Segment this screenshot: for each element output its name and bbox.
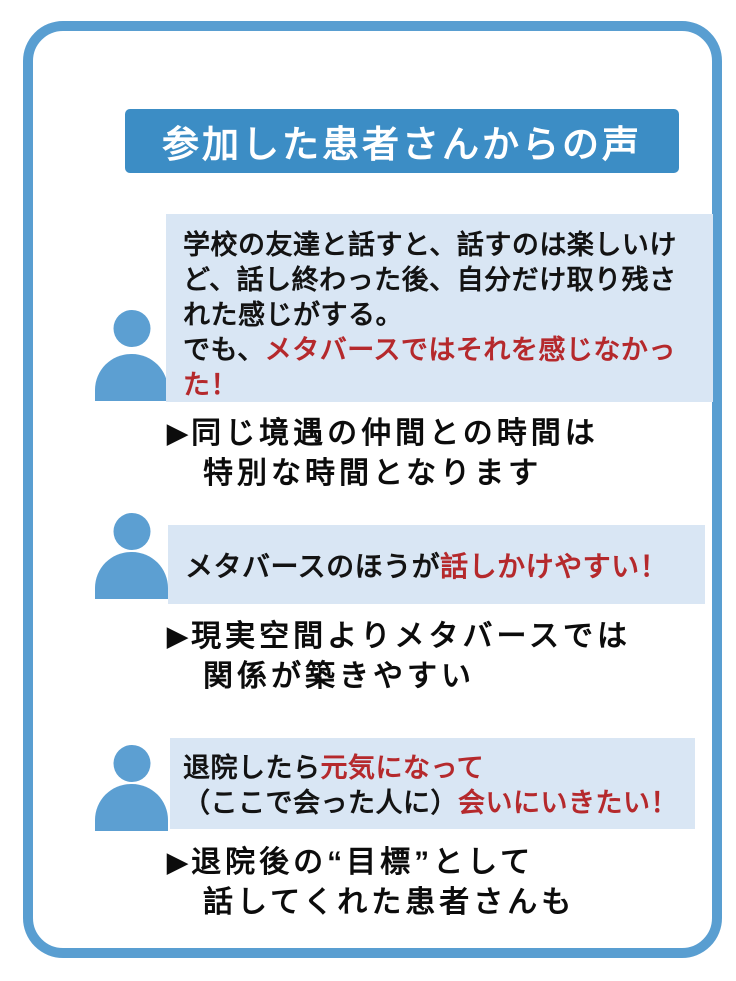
quote-text: メタバースのほうが bbox=[185, 550, 441, 582]
quote-line: 退院したら元気になって bbox=[183, 751, 689, 786]
quote-text: れた感じがする。 bbox=[183, 300, 403, 330]
page-title: 参加した患者さんからの声 bbox=[125, 109, 679, 173]
quote-text-highlight: た！ bbox=[183, 370, 238, 400]
takeaway-text: 現実空間よりメタバースでは bbox=[191, 620, 631, 653]
quote-text: 退院したら bbox=[183, 753, 321, 783]
quote-bubble-3: 退院したら元気になって （ここで会った人に）会いにいきたい！ bbox=[170, 738, 695, 829]
takeaway-line: 関係が築きやすい bbox=[203, 660, 475, 693]
avatar-head bbox=[113, 513, 150, 550]
quote-bubble-1: 学校の友達と話すと、話すのは楽しいけ ど、話し終わった後、自分だけ取り残さ れた… bbox=[166, 214, 713, 402]
takeaway-text: 同じ境遇の仲間との時間は bbox=[191, 417, 599, 450]
page-title-text: 参加した患者さんからの声 bbox=[162, 124, 642, 165]
avatar-head bbox=[113, 310, 150, 347]
arrow-right-icon: ▶ bbox=[166, 846, 189, 879]
quote-line: た！ bbox=[183, 368, 705, 403]
takeaway-line: ▶退院後の“目標”として bbox=[166, 843, 575, 883]
arrow-right-icon: ▶ bbox=[166, 417, 189, 450]
quote-text-highlight: 会いにいきたい！ bbox=[458, 788, 678, 818]
quote-line: でも、メタバースではそれを感じなかっ bbox=[183, 333, 705, 368]
takeaway-3: ▶退院後の“目標”として 話してくれた患者さんも bbox=[166, 843, 575, 923]
takeaway-1: ▶同じ境遇の仲間との時間は 特別な時間となります bbox=[166, 414, 599, 494]
quote-text-highlight: メタバースではそれを感じなかっ bbox=[264, 335, 676, 365]
avatar-torso bbox=[95, 552, 168, 599]
quote-text: でも、 bbox=[183, 335, 265, 365]
voice-card: 参加した患者さんからの声 学校の友達と話すと、話すのは楽しいけ ど、話し終わった… bbox=[23, 21, 722, 958]
quote-line: メタバースのほうが話しかけやすい！ bbox=[185, 545, 668, 585]
takeaway-2: ▶現実空間よりメタバースでは 関係が築きやすい bbox=[166, 617, 631, 697]
takeaway-line: 話してくれた患者さんも bbox=[203, 886, 576, 919]
quote-bubble-2: メタバースのほうが話しかけやすい！ bbox=[168, 525, 705, 604]
arrow-right-icon: ▶ bbox=[166, 620, 189, 653]
avatar-torso bbox=[95, 354, 168, 401]
takeaway-line: ▶同じ境遇の仲間との時間は bbox=[166, 414, 599, 454]
quote-text: （ここで会った人に） bbox=[183, 788, 458, 818]
patient-avatar-icon-2 bbox=[95, 509, 168, 599]
patient-avatar-icon-1 bbox=[95, 306, 168, 401]
takeaway-line: 特別な時間となります bbox=[203, 457, 543, 490]
takeaway-line: ▶現実空間よりメタバースでは bbox=[166, 617, 631, 657]
quote-text: 学校の友達と話すと、話すのは楽しいけ bbox=[183, 230, 677, 260]
quote-text-highlight: 元気になって bbox=[320, 753, 485, 783]
avatar-head bbox=[113, 745, 150, 782]
quote-text: ど、話し終わった後、自分だけ取り残さ bbox=[183, 265, 677, 295]
quote-line: れた感じがする。 bbox=[183, 298, 705, 333]
quote-line: ど、話し終わった後、自分だけ取り残さ bbox=[183, 263, 705, 298]
quote-line: 学校の友達と話すと、話すのは楽しいけ bbox=[183, 228, 705, 263]
takeaway-text: 退院後の“目標”として bbox=[191, 846, 535, 879]
patient-avatar-icon-3 bbox=[95, 741, 168, 831]
quote-line: （ここで会った人に）会いにいきたい！ bbox=[183, 786, 689, 821]
quote-text-highlight: 話しかけやすい！ bbox=[440, 550, 669, 582]
avatar-torso bbox=[95, 784, 168, 831]
